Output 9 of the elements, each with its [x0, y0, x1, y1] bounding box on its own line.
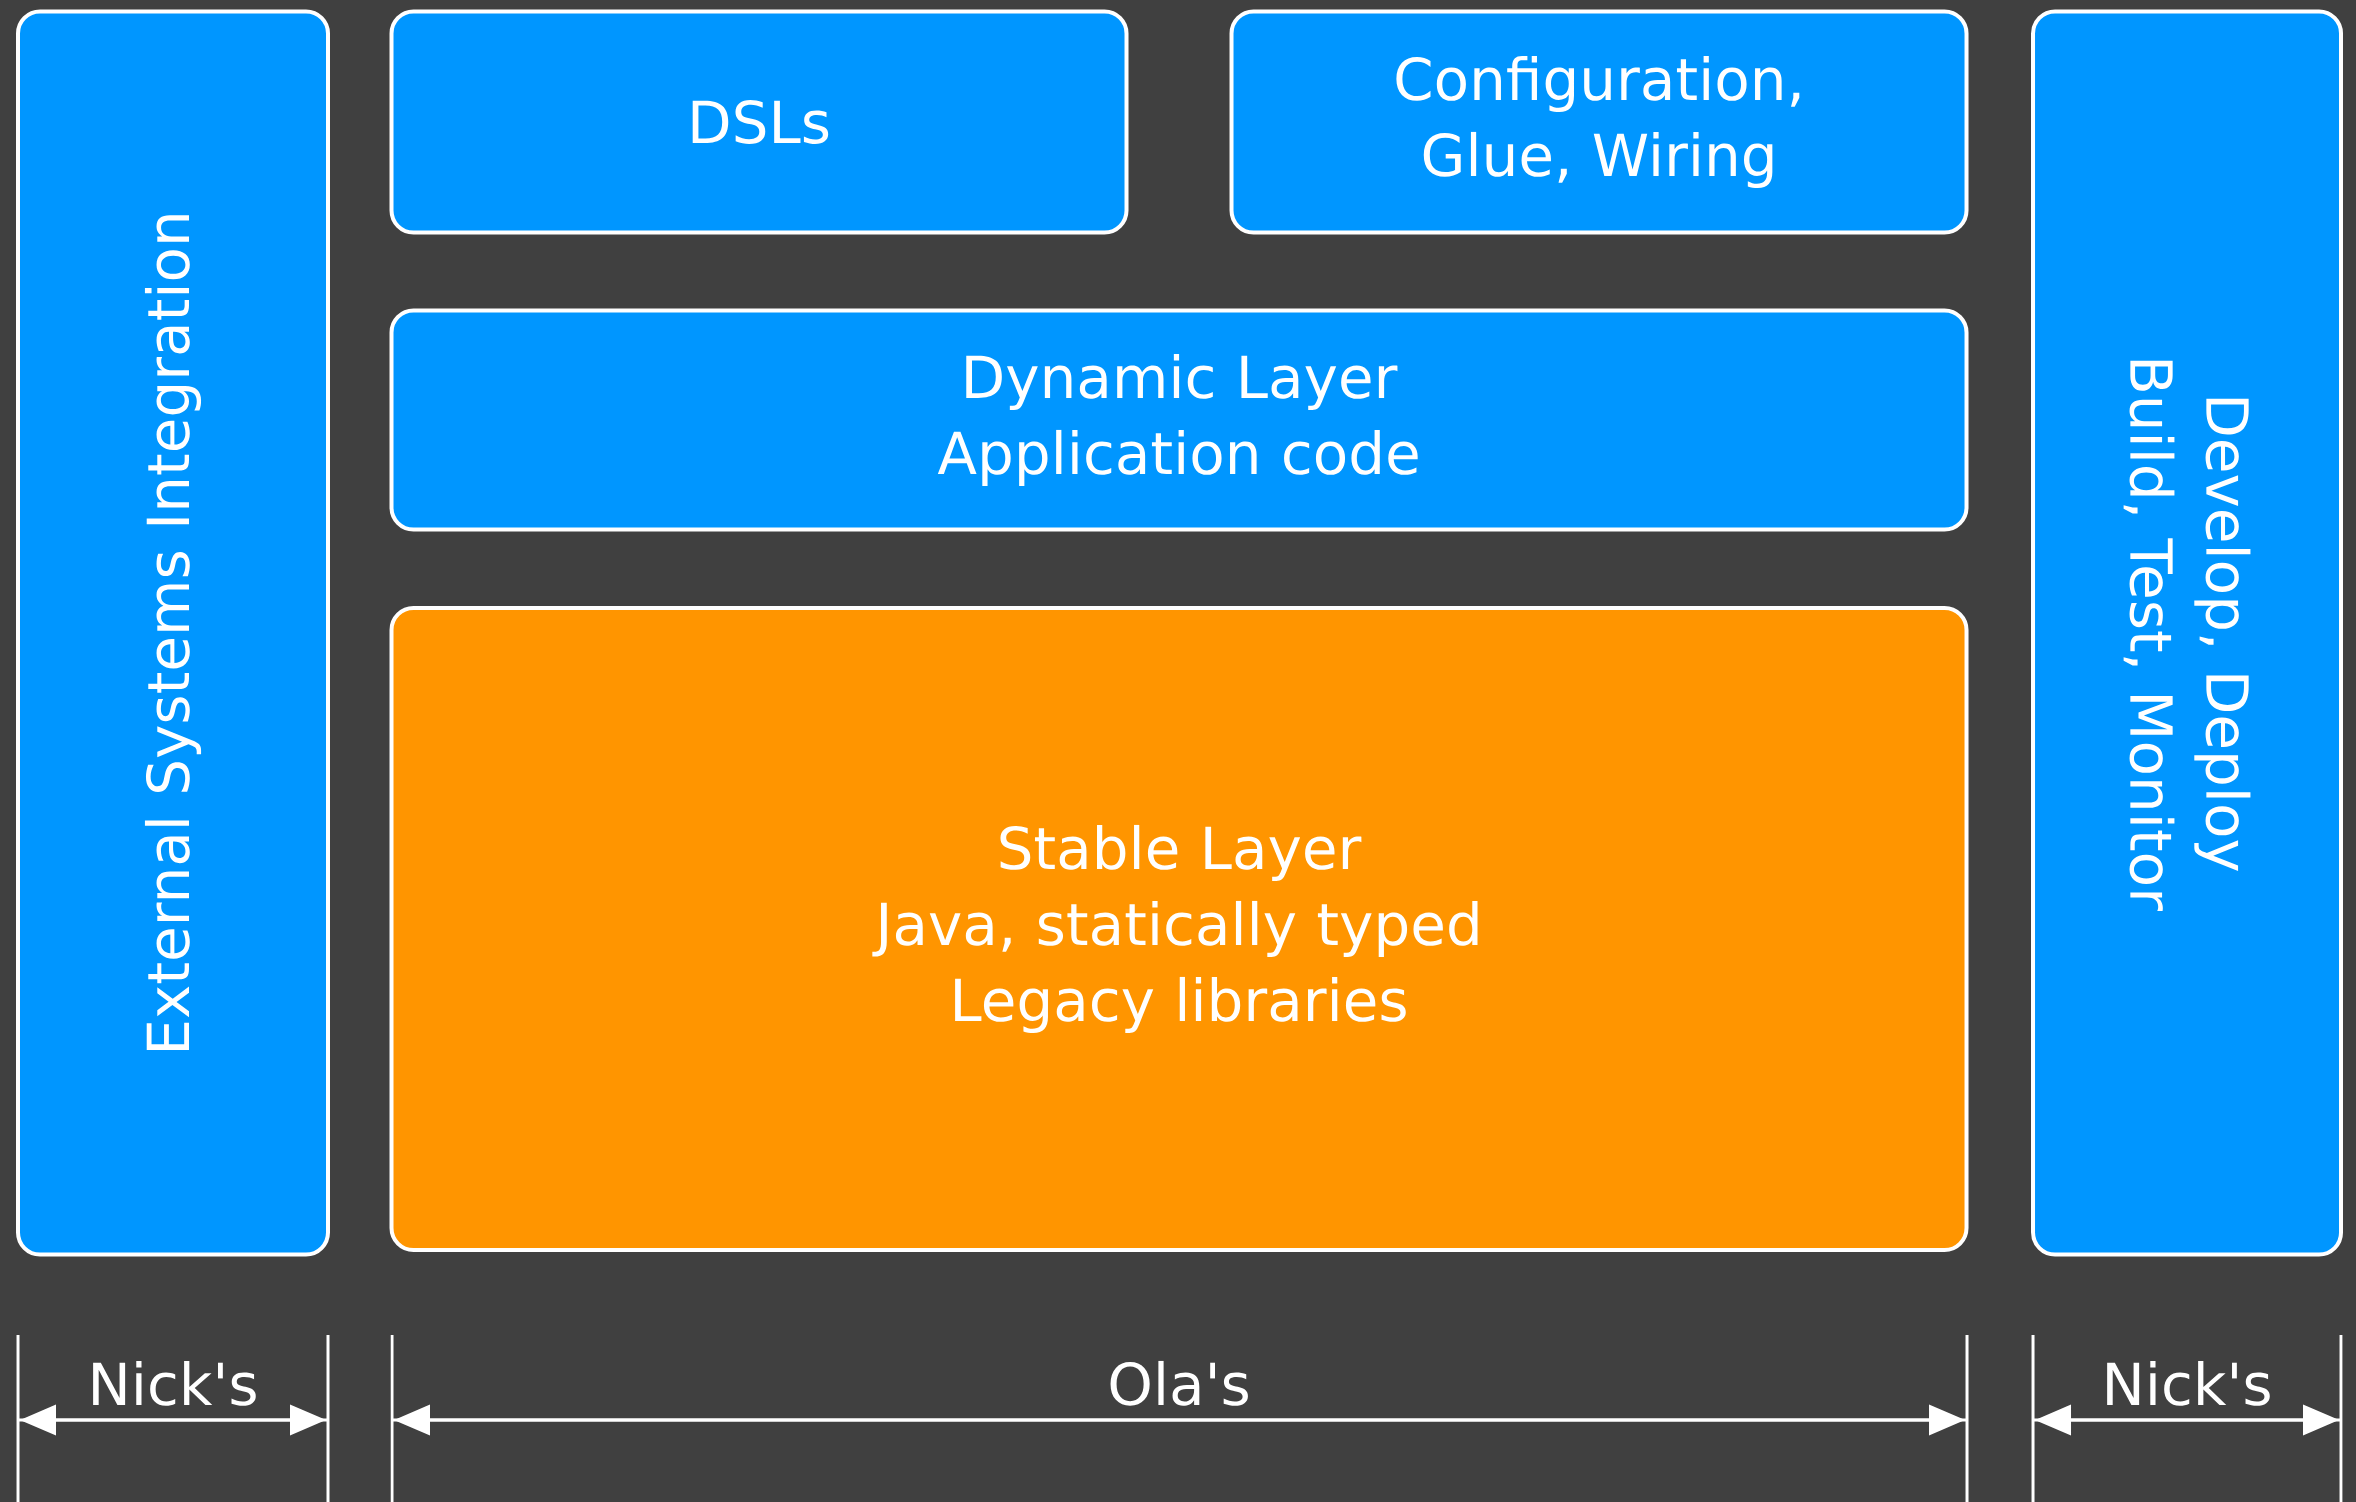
- layer-box: Configuration, Glue, Wiring: [1229, 9, 1969, 235]
- dimension-label: Nick's: [93, 1360, 256, 1406]
- dimension-label: Nick's: [2107, 1360, 2270, 1406]
- layer-box: Stable Layer Java, statically typed Legacy libraries: [389, 606, 1969, 1252]
- layer-box: Dynamic Layer Application code: [389, 308, 1969, 532]
- layer-box: External Systems Integration: [16, 9, 330, 1257]
- layer-box: DSLs: [389, 9, 1129, 235]
- dimension-label: Ola's: [1110, 1360, 1248, 1406]
- layer-box: Develop, Deploy Build, Test, Monitor: [2031, 9, 2344, 1257]
